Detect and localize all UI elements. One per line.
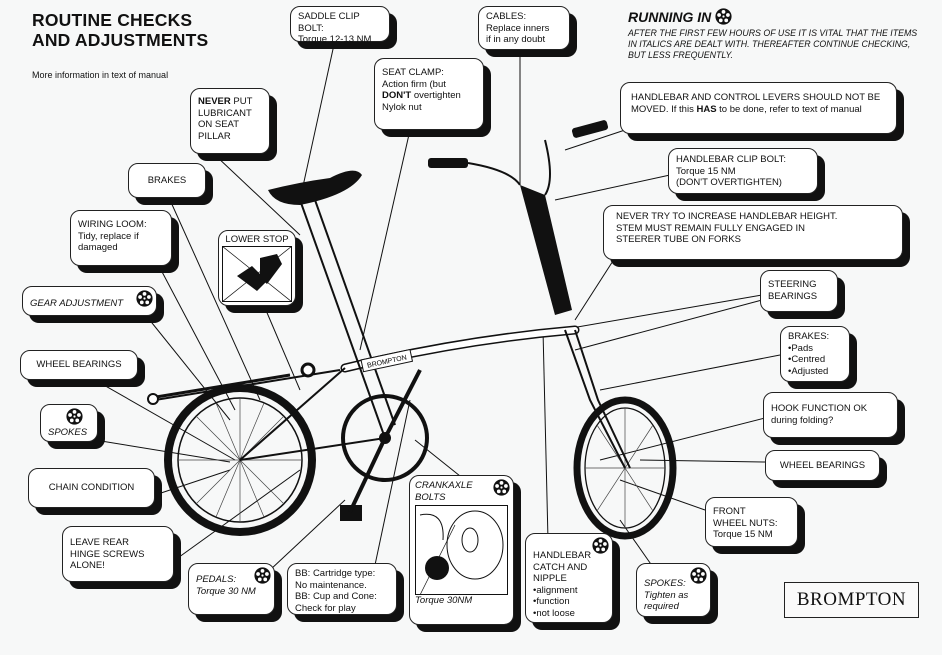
callout-wheel-bearings-rear: WHEEL BEARINGS <box>20 350 138 380</box>
callout-brakes-front: BRAKES:•Pads •Centred•Adjusted <box>780 326 850 382</box>
running-in-star-icon <box>254 567 271 584</box>
callout-chain-condition: CHAIN CONDITION <box>28 468 155 508</box>
callout-brakes-rear: BRAKES <box>128 163 206 198</box>
callout-handlebar-clip-bolt: HANDLEBAR CLIP BOLT:Torque 15 NM(DON'T O… <box>668 148 818 194</box>
callout-wheel-bearings-front: WHEEL BEARINGS <box>765 450 880 481</box>
callout-handlebar-levers: HANDLEBAR AND CONTROL LEVERS SHOULD NOT … <box>620 82 897 134</box>
callout-gear-adjustment: GEAR ADJUSTMENT <box>22 286 157 316</box>
running-in-panel: RUNNING IN AFTER THE FIRST FEW HOURS OF … <box>628 8 928 61</box>
running-in-star-icon <box>66 408 83 425</box>
page-title: ROUTINE CHECKS AND ADJUSTMENTS <box>32 10 209 50</box>
running-in-heading: RUNNING IN <box>628 8 712 25</box>
crankaxle-detail-diagram-icon <box>415 505 508 595</box>
running-in-star-icon <box>690 567 707 584</box>
running-in-star-icon <box>715 8 732 25</box>
callout-handlebar-height: NEVER TRY TO INCREASE HANDLEBAR HEIGHT.S… <box>603 205 903 260</box>
running-in-star-icon <box>136 290 153 307</box>
callout-lower-stop: LOWER STOP <box>218 230 296 306</box>
running-in-star-icon <box>592 537 609 554</box>
subtitle: More information in text of manual <box>32 70 169 80</box>
callout-spokes-rear: SPOKES <box>40 404 98 442</box>
running-in-star-icon <box>493 479 510 496</box>
callout-bottom-bracket: BB: Cartridge type:No maintenance. BB: C… <box>287 563 397 615</box>
running-in-text: AFTER THE FIRST FEW HOURS OF USE IT IS V… <box>628 28 918 60</box>
brompton-logo: BROMPTON <box>784 582 919 618</box>
callout-seat-clamp: SEAT CLAMP: Action firm (but DON'T overt… <box>374 58 484 130</box>
callout-pedals: PEDALS:Torque 30 NM <box>188 563 275 615</box>
callout-saddle-clip-bolt: SADDLE CLIP BOLT:Torque 12-13 NM <box>290 6 390 45</box>
lower-stop-diagram-icon <box>221 245 293 302</box>
